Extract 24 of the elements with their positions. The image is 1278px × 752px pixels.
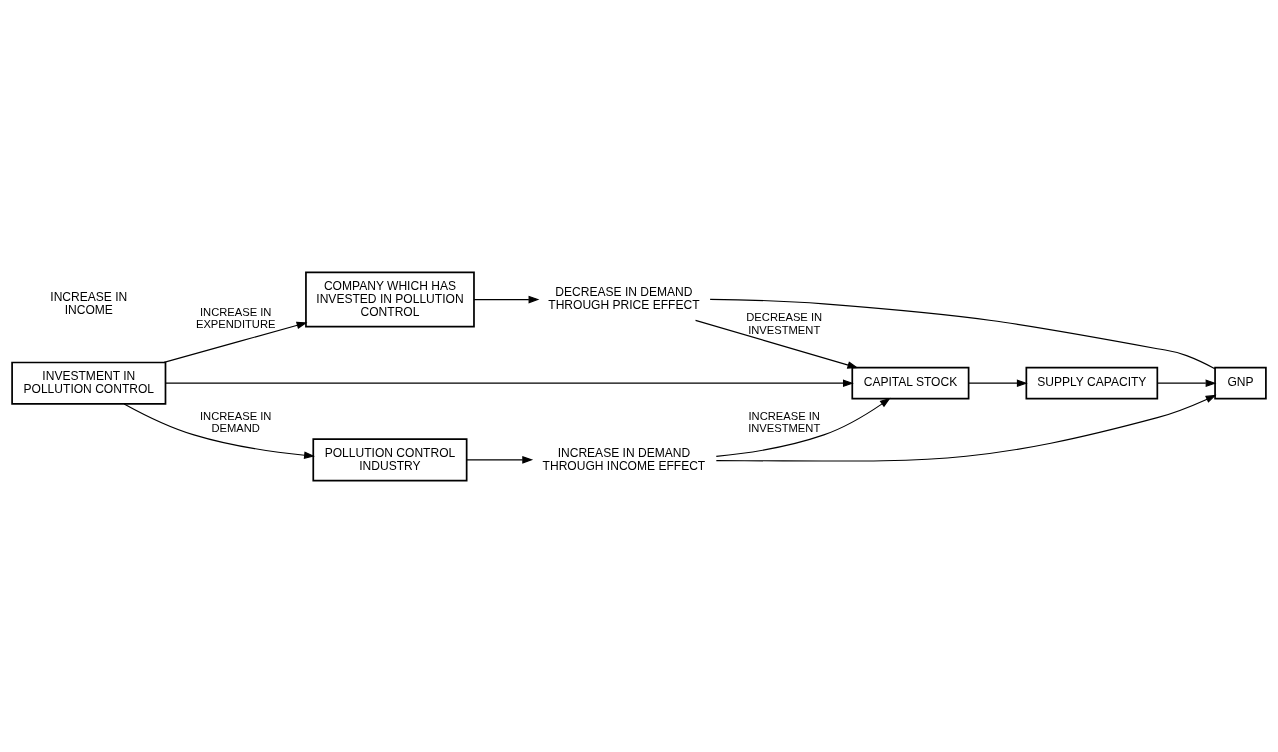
arrow [163, 321, 308, 363]
connector [709, 298, 1216, 369]
arrow [473, 295, 540, 303]
arrow [123, 402, 315, 459]
node-box: GNP [1214, 366, 1267, 400]
arrow [715, 397, 891, 457]
arrow [165, 378, 854, 387]
edge-label: INCREASE IN INVESTMENT [748, 409, 821, 434]
edge-label: INCREASE IN EXPENDITURE [195, 305, 276, 330]
label: INCREASE IN INCOME [50, 289, 128, 317]
node-box: COMPANY WHICH HAS INVESTED IN POLLUTION CONTROL [305, 271, 475, 328]
arrow [968, 378, 1028, 387]
node-text: DECREASE IN DEMAND THROUGH PRICE EFFECT [548, 284, 700, 312]
edge-label: INCREASE IN DEMAND [199, 409, 272, 434]
edge-label: DECREASE IN INVESTMENT [746, 310, 823, 336]
node-box: SUPPLY CAPACITY [1025, 366, 1159, 400]
arrow [1157, 378, 1217, 387]
node-box: POLLUTION CONTROL INDUSTRY [312, 437, 468, 481]
arrow [695, 319, 859, 369]
arrow [466, 455, 534, 464]
arrow [715, 394, 1217, 462]
node-text: INCREASE IN DEMAND THROUGH INCOME EFFECT [542, 445, 706, 473]
node-box: CAPITAL STOCK [851, 366, 970, 400]
node-box: INVESTMENT IN POLLUTION CONTROL [11, 361, 167, 405]
